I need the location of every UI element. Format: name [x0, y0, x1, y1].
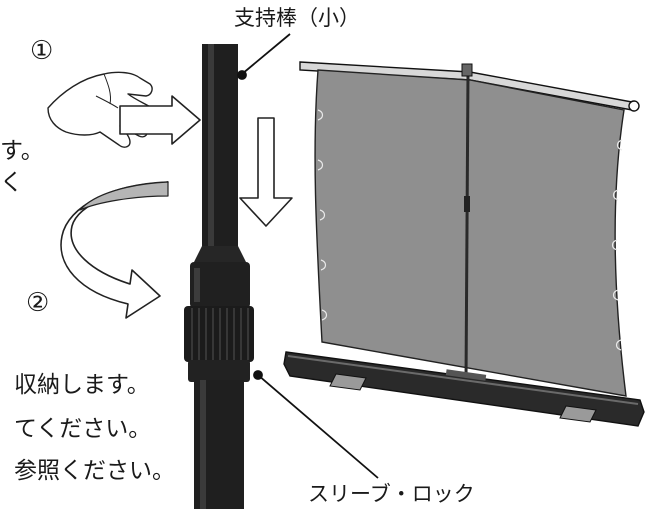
instruction-fragment-bottom-3: 参照ください。	[14, 458, 175, 484]
instruction-fragment-top-b: く	[0, 170, 23, 196]
support-rod-label: 支持棒（小）	[234, 6, 360, 30]
instruction-fragment-top-a: す。	[0, 138, 44, 164]
down-arrow-icon	[239, 117, 293, 227]
push-arrow-icon	[119, 95, 201, 145]
sleeve-lock-label: スリーブ・ロック	[308, 482, 475, 506]
rotate-arrow-icon	[60, 181, 169, 319]
leader-lines	[237, 33, 379, 479]
step-1-marker: ①	[30, 36, 54, 66]
step-2-marker: ②	[26, 288, 50, 318]
instruction-fragment-bottom-1: 収納します。	[14, 372, 150, 398]
support-rod	[184, 44, 254, 509]
instruction-fragment-bottom-2: てください。	[14, 416, 152, 442]
projector-screen	[283, 61, 645, 427]
